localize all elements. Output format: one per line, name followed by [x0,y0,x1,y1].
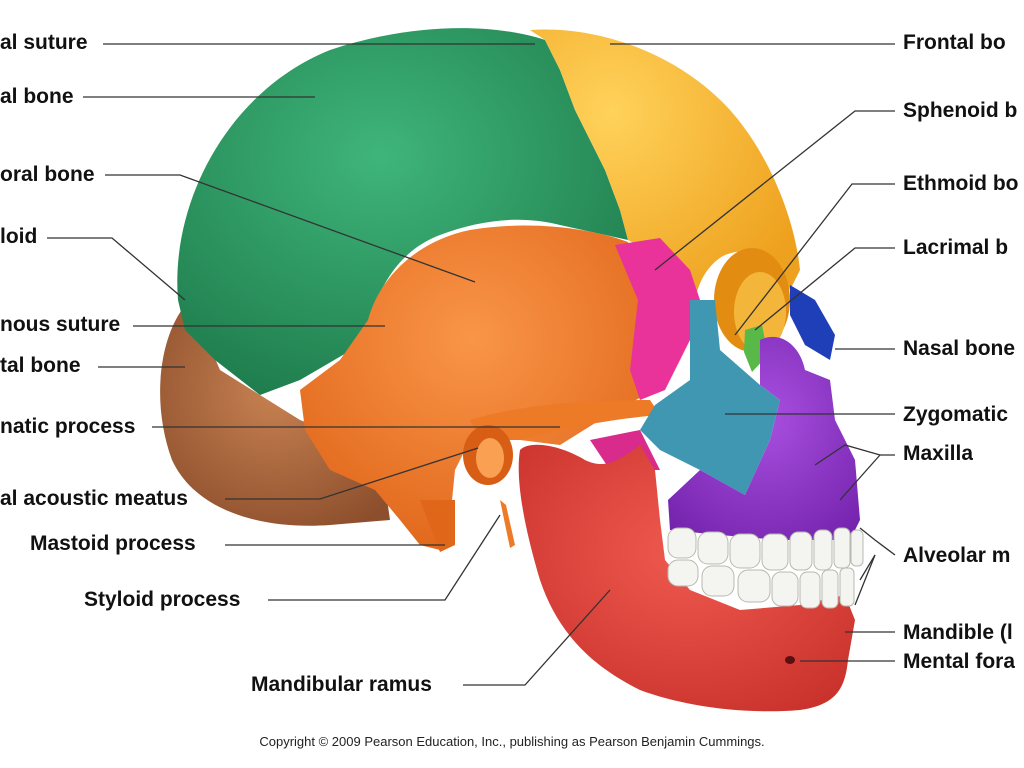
label-squamous-suture: nous suture [0,313,121,336]
label-parietal-bone: al bone [0,85,74,108]
label-styloid-process: Styloid process [84,588,241,611]
label-lambdoid-suture: loid [0,225,38,248]
mandible-shape [518,444,855,712]
label-frontal-bone: Frontal bo [903,31,1006,54]
styloid-process-shape [500,500,515,548]
label-coronal-suture: al suture [0,31,88,54]
lower-teeth [667,559,855,609]
zygomatic-process-shape [470,400,660,440]
label-mental-foramen: Mental fora [903,650,1016,673]
label-nasal-bone: Nasal bone [903,337,1016,360]
label-ethmoid-bone: Ethmoid bo [903,172,1019,195]
ear-canal-inner [476,438,504,478]
label-zygomatic-process: natic process [0,415,136,438]
mastoid-process-shape [420,500,455,552]
label-lacrimal-bone: Lacrimal b [903,236,1009,259]
frontal-bone-shape [530,29,800,306]
parietal-bone-shape [177,28,628,396]
zygomatic-bone-shape [640,300,780,495]
label-external-acoustic-meatus: al acoustic meatus [0,487,188,510]
label-temporal-bone: oral bone [0,163,95,186]
label-sphenoid-bone: Sphenoid b [903,99,1018,122]
label-mandibular-ramus: Mandibular ramus [251,673,432,696]
label-occipital-bone: tal bone [0,354,81,377]
maxilla-shape [668,336,860,540]
leader-lines [47,43,896,686]
label-zygomatic-bone: Zygomatic [903,403,1009,426]
label-mandible: Mandible (l [903,621,1013,644]
label-maxilla: Maxilla [903,442,974,465]
copyright-notice: Copyright © 2009 Pearson Education, Inc.… [259,734,765,749]
label-alveolar-margins: Alveolar m [903,544,1011,567]
nasal-bone-shape [790,285,835,360]
mental-foramen-hole [785,656,795,664]
temporal-bone-shape [300,225,645,550]
sphenoid-bone-shape [615,238,700,400]
label-mastoid-process: Mastoid process [30,532,196,555]
upper-teeth [667,527,864,571]
